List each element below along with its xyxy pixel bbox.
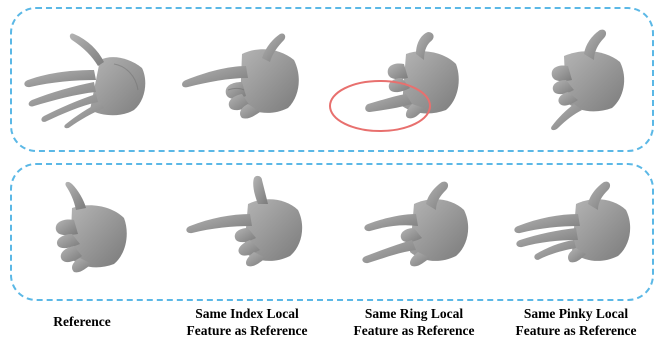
hand-render-bottom-reference (55, 181, 127, 273)
hand-render-top-pinky (551, 29, 625, 131)
caption-same-pinky: Same Pinky Local Feature as Reference (515, 306, 637, 338)
hand-render-bottom-index (186, 175, 303, 267)
caption-same-ring: Same Ring Local Feature as Reference (353, 306, 475, 338)
hand-render-top-index (182, 33, 299, 119)
caption-same-index: Same Index Local Feature as Reference (186, 306, 308, 338)
caption-row: Reference Same Index Local Feature as Re… (0, 305, 660, 344)
hand-render-bottom-pinky (514, 181, 631, 263)
hand-render-top-reference (24, 33, 146, 129)
highlight-ellipse (329, 80, 431, 132)
bottom-row-panel (10, 163, 654, 301)
caption-reference: Reference (53, 314, 111, 329)
hand-render-top-ring (365, 32, 459, 119)
top-row-panel (10, 7, 654, 152)
hand-render-bottom-ring (362, 181, 469, 267)
